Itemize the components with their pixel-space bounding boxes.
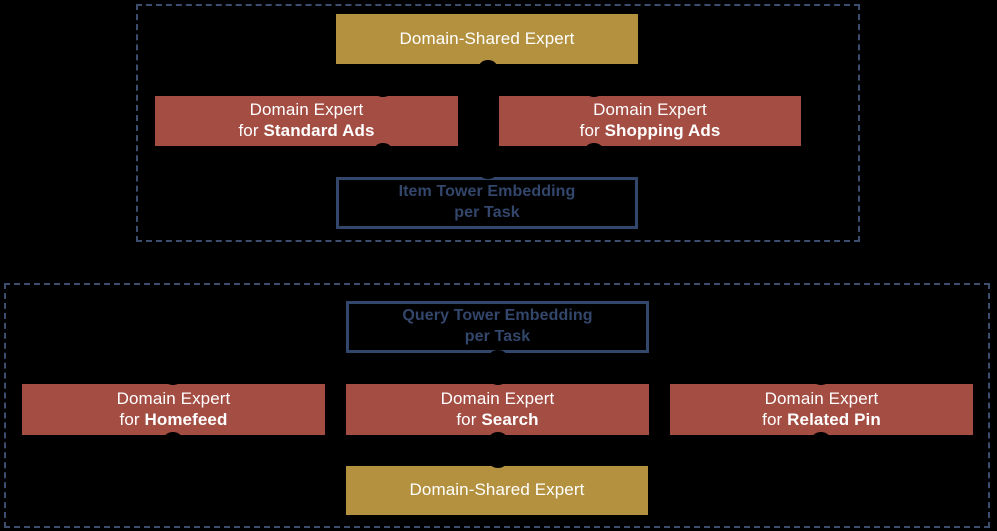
query-tower-embedding-line1: Query Tower Embedding	[402, 307, 593, 325]
connector-notch-related-pin-top	[812, 378, 830, 385]
domain-expert-search-box[interactable]: Domain Expert for Search	[346, 384, 649, 435]
item-tower-group	[136, 4, 860, 242]
connector-notch-standard-ads-bottom	[374, 143, 392, 150]
item-tower-embedding-line1: Item Tower Embedding	[398, 183, 576, 201]
domain-expert-related-pin-domain: Related Pin	[787, 409, 881, 429]
domain-expert-shopping-ads-line2: for Shopping Ads	[580, 121, 721, 142]
connector-notch-item-embedding-top	[479, 172, 497, 179]
domain-expert-shopping-ads-domain: Shopping Ads	[604, 121, 721, 140]
connector-notch-shopping-ads-bottom	[585, 143, 603, 150]
domain-expert-related-pin-line2: for Related Pin	[762, 410, 881, 431]
domain-expert-search-for: for	[456, 409, 482, 429]
connector-notch-search-top	[489, 378, 507, 385]
connector-notch-homefeed-top	[164, 378, 182, 385]
domain-expert-standard-ads-for: for	[238, 121, 264, 140]
connector-notch-shopping-ads-top	[585, 90, 603, 97]
query-tower-embedding-line2: per Task	[464, 328, 531, 345]
connector-notch-homefeed-bottom	[164, 432, 182, 439]
domain-expert-homefeed-line1: Domain Expert	[116, 388, 231, 408]
domain-expert-homefeed-box[interactable]: Domain Expert for Homefeed	[22, 384, 325, 435]
connector-notch-standard-ads-top	[374, 90, 392, 97]
domain-expert-search-line1: Domain Expert	[440, 388, 555, 408]
domain-expert-homefeed-domain: Homefeed	[144, 409, 228, 429]
domain-expert-search-line2: for Search	[456, 410, 538, 431]
query-domain-shared-expert-label: Domain-Shared Expert	[409, 480, 585, 500]
domain-expert-related-pin-for: for	[762, 409, 788, 429]
connector-notch-item-shared-bottom	[479, 60, 497, 67]
item-tower-embedding-box[interactable]: Item Tower Embedding per Task	[336, 177, 638, 229]
query-tower-embedding-box[interactable]: Query Tower Embedding per Task	[346, 301, 649, 353]
domain-expert-homefeed-line2: for Homefeed	[120, 410, 228, 431]
domain-expert-related-pin-line1: Domain Expert	[764, 388, 879, 408]
connector-notch-query-shared-top	[489, 461, 507, 468]
connector-notch-query-embedding-bottom	[489, 350, 507, 357]
domain-expert-standard-ads-line1: Domain Expert	[249, 100, 364, 120]
domain-expert-homefeed-for: for	[119, 409, 145, 429]
domain-expert-shopping-ads-box[interactable]: Domain Expert for Shopping Ads	[499, 96, 801, 146]
domain-expert-standard-ads-box[interactable]: Domain Expert for Standard Ads	[155, 96, 458, 146]
domain-expert-related-pin-box[interactable]: Domain Expert for Related Pin	[670, 384, 973, 435]
domain-expert-shopping-ads-for: for	[579, 121, 605, 140]
connector-notch-search-bottom	[489, 432, 507, 439]
item-domain-shared-expert-label: Domain-Shared Expert	[399, 28, 575, 48]
connector-notch-related-pin-bottom	[812, 432, 830, 439]
item-tower-embedding-line2: per Task	[454, 204, 520, 221]
domain-expert-standard-ads-line2: for Standard Ads	[238, 121, 374, 142]
domain-expert-standard-ads-domain: Standard Ads	[263, 121, 375, 140]
query-domain-shared-expert-box[interactable]: Domain-Shared Expert	[346, 466, 648, 515]
query-tower-group	[4, 283, 990, 528]
item-domain-shared-expert-box[interactable]: Domain-Shared Expert	[336, 14, 638, 64]
domain-expert-search-domain: Search	[481, 409, 539, 429]
domain-expert-shopping-ads-line1: Domain Expert	[593, 100, 707, 120]
